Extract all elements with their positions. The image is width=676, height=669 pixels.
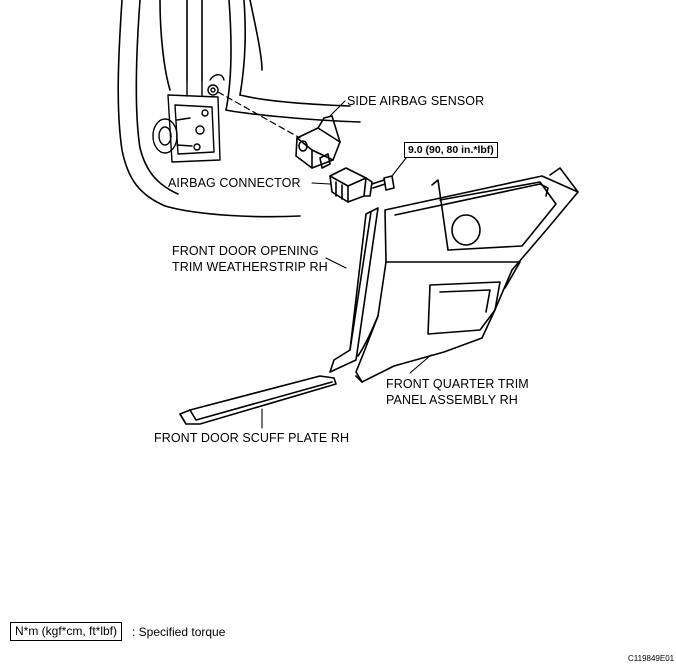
connector-leader-line — [311, 182, 331, 185]
belt-retractor — [152, 74, 225, 163]
side-airbag-sensor-label: SIDE AIRBAG SENSOR — [347, 94, 485, 108]
figure-id: C119849E01 — [628, 654, 675, 663]
quarter-trim-label-line2: PANEL ASSEMBLY RH — [386, 393, 518, 407]
body-pillar — [117, 0, 361, 218]
torque-unit-legend-text: : Specified torque — [132, 625, 226, 639]
scuff-plate-part — [179, 375, 337, 425]
weatherstrip-label-line2: TRIM WEATHERSTRIP RH — [172, 260, 328, 274]
torque-spec-box: 9.0 (90, 80 in.*lbf) — [404, 142, 498, 158]
torque-unit-legend-box: N*m (kgf*cm, ft*lbf) — [10, 622, 123, 641]
quarter-trim-leader-line — [409, 354, 432, 374]
sensor-install-leader — [217, 91, 301, 139]
airbag-connector-label: AIRBAG CONNECTOR — [168, 176, 301, 190]
weatherstrip-part — [329, 207, 379, 373]
quarter-trim-panel-part — [355, 167, 579, 383]
bolt-part — [371, 175, 395, 191]
sensor-leader-line — [329, 100, 346, 117]
quarter-trim-label-line1: FRONT QUARTER TRIM — [386, 377, 529, 391]
scuff-plate-label: FRONT DOOR SCUFF PLATE RH — [154, 431, 350, 445]
airbag-connector-part — [329, 167, 373, 203]
torque-leader-line — [391, 157, 407, 177]
side-airbag-sensor-part — [295, 115, 341, 169]
weatherstrip-label-line1: FRONT DOOR OPENING — [172, 244, 319, 258]
weatherstrip-leader-line — [325, 257, 347, 269]
